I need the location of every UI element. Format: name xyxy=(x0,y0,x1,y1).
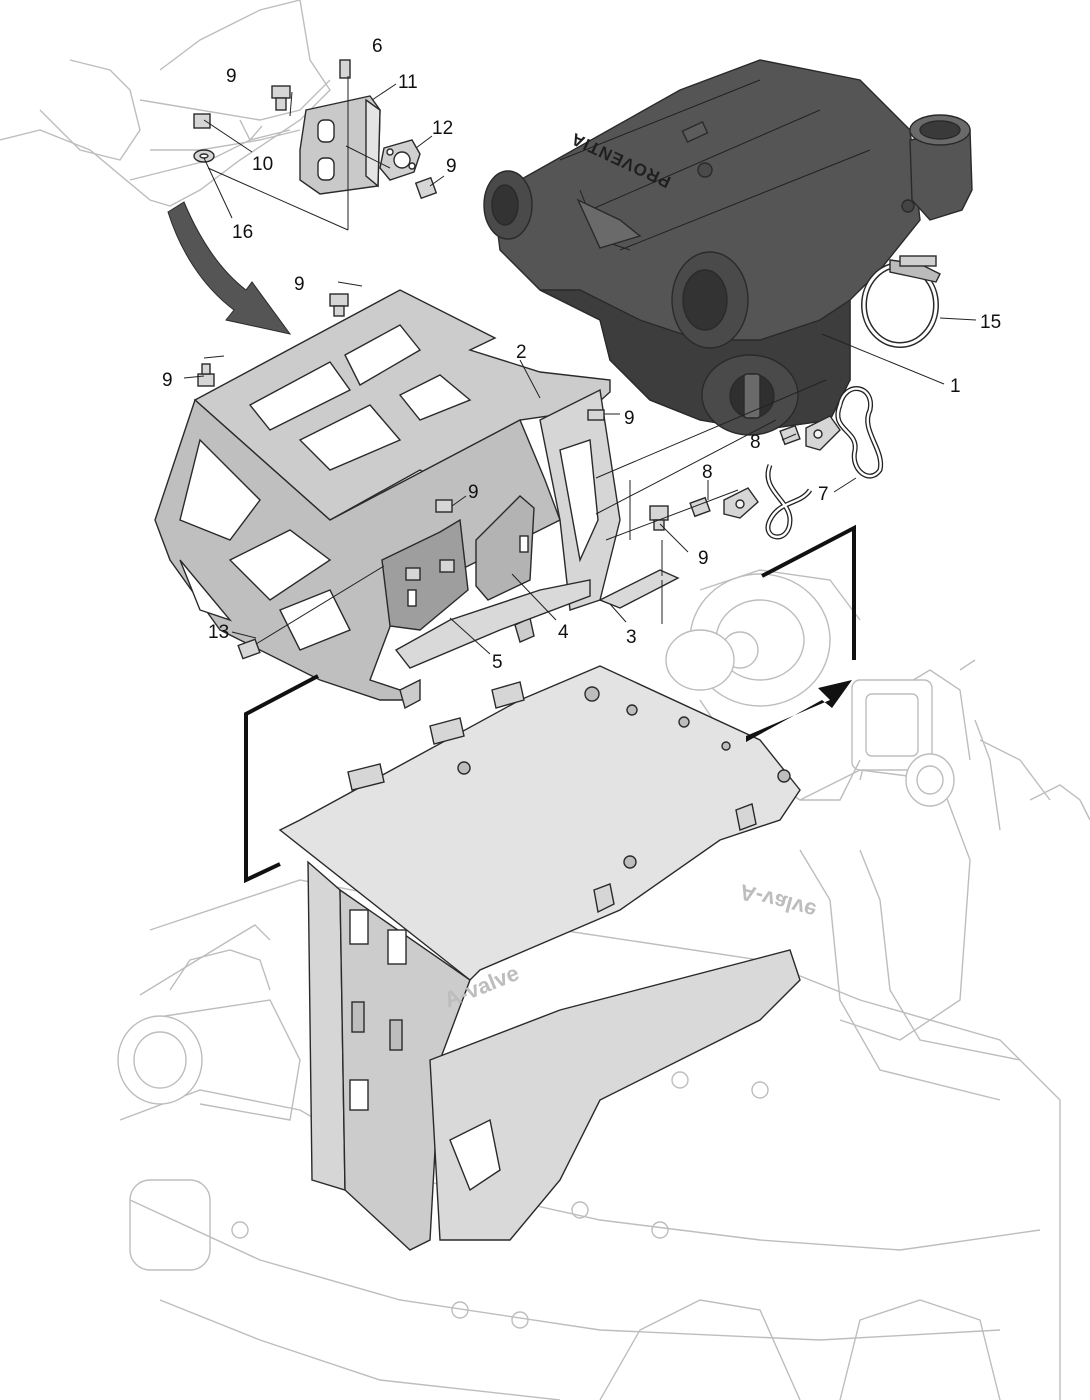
upper-bracket xyxy=(299,95,421,195)
leader-lines xyxy=(183,76,977,655)
down-arrow-icon xyxy=(746,680,852,742)
callout-16: 16 xyxy=(232,222,253,243)
callout-1: 1 xyxy=(950,376,961,397)
callout-10: 10 xyxy=(252,154,273,175)
callout-2: 2 xyxy=(516,342,527,363)
callout-9e: 9 xyxy=(624,408,635,429)
clamp-part xyxy=(861,255,941,348)
hose-parts xyxy=(723,386,884,540)
callout-11: 11 xyxy=(398,72,418,93)
assembly-outline-frame xyxy=(244,524,856,884)
callout-8a: 8 xyxy=(750,432,761,453)
part-callouts: 1 2 3 4 5 6 7 8 8 9 9 9 9 9 9 9 10 11 12… xyxy=(162,36,1001,673)
callout-9b: 9 xyxy=(446,156,457,177)
callout-9f: 9 xyxy=(468,482,479,503)
frame-cage xyxy=(154,289,621,710)
callout-9d: 9 xyxy=(162,370,173,391)
callout-6: 6 xyxy=(372,36,383,57)
callout-5: 5 xyxy=(492,652,503,673)
callout-4: 4 xyxy=(558,622,569,643)
callout-8b: 8 xyxy=(702,462,713,483)
callout-15: 15 xyxy=(980,312,1001,333)
callout-3: 3 xyxy=(626,627,637,648)
callout-9g: 9 xyxy=(698,548,709,569)
fasteners xyxy=(193,59,801,660)
callout-12: 12 xyxy=(432,118,453,139)
callout-13: 13 xyxy=(208,622,229,643)
callout-9a: 9 xyxy=(226,66,237,87)
callout-7: 7 xyxy=(818,484,829,505)
callout-9c: 9 xyxy=(294,274,305,295)
curved-arrow-icon xyxy=(167,201,292,335)
engine-outline xyxy=(117,569,1090,1400)
direction-arrows xyxy=(167,201,852,742)
inner-brackets xyxy=(381,495,680,669)
lower-mounting-base: A-valve A-valve xyxy=(278,665,819,1251)
valve-cover-marking-top: A-valve xyxy=(737,879,819,923)
